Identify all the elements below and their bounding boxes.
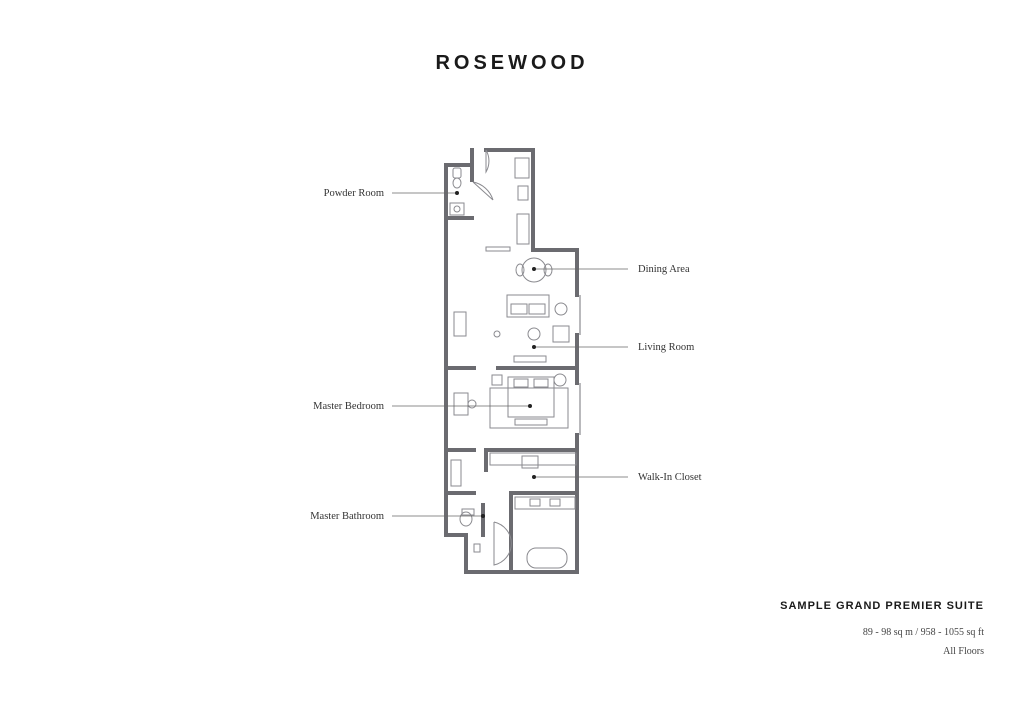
dining-chair-right xyxy=(543,263,553,277)
wardrobe-drawer xyxy=(521,455,539,469)
suite-title: SAMPLE GRAND PREMIER SUITE xyxy=(780,600,984,612)
label-walk-in-closet: Walk-In Closet xyxy=(638,472,702,483)
lamp-right xyxy=(553,373,567,387)
furniture xyxy=(449,149,577,569)
label-dining-area: Dining Area xyxy=(638,264,690,275)
closet-cabinet xyxy=(450,459,462,487)
wc-bowl xyxy=(459,511,473,527)
label-master-bedroom: Master Bedroom xyxy=(313,401,384,412)
dot-living-room xyxy=(532,345,536,349)
label-powder-room: Powder Room xyxy=(324,188,384,199)
rosewood-logo: ROSEWOOD xyxy=(435,52,589,74)
entry-console xyxy=(517,185,529,201)
bathtub xyxy=(526,547,568,569)
dot-walk-in-closet xyxy=(532,475,536,479)
bed xyxy=(507,376,555,418)
sofa-seat-a xyxy=(510,303,528,315)
suite-size: 89 - 98 sq m / 958 - 1055 sq ft xyxy=(862,627,984,638)
nightstand-left xyxy=(491,374,503,386)
pillow-b xyxy=(533,378,549,388)
powder-toilet-bowl xyxy=(452,177,462,189)
dining-chair-left xyxy=(515,263,525,277)
sofa-seat-b xyxy=(528,303,546,315)
entry-shelf xyxy=(485,246,511,252)
side-table xyxy=(554,302,568,316)
vanity xyxy=(514,496,576,510)
desk xyxy=(453,392,469,416)
armchair xyxy=(552,325,570,343)
pillow-a xyxy=(513,378,529,388)
tv-console xyxy=(453,311,467,337)
bath-door xyxy=(493,521,512,566)
wc-tank xyxy=(461,508,475,516)
entry-cabinet xyxy=(516,213,530,245)
leaders xyxy=(392,192,628,517)
bed-bench xyxy=(514,418,548,426)
powder-sink-basin xyxy=(453,205,461,213)
media-bench xyxy=(513,355,547,363)
entry-bench xyxy=(514,157,530,179)
wardrobe xyxy=(489,452,577,466)
suite-floors: All Floors xyxy=(943,646,984,657)
label-living-room: Living Room xyxy=(638,342,694,353)
dot-master-bathroom xyxy=(481,514,485,518)
dining-table xyxy=(521,257,547,283)
label-master-bathroom: Master Bathroom xyxy=(310,511,384,522)
coffee-table xyxy=(527,327,541,341)
shower-bench xyxy=(473,543,481,553)
leader-dots xyxy=(455,191,536,518)
powder-sink xyxy=(449,202,465,216)
sofa xyxy=(506,294,550,318)
ottoman xyxy=(493,330,501,338)
rug xyxy=(489,387,569,429)
dot-master-bedroom xyxy=(528,404,532,408)
powder-toilet xyxy=(452,167,462,179)
desk-chair xyxy=(467,399,477,409)
entry-door xyxy=(485,149,490,174)
basin-a xyxy=(529,498,541,507)
dot-powder-room xyxy=(455,191,459,195)
walls xyxy=(444,148,579,574)
basin-b xyxy=(549,498,561,507)
dot-dining-area xyxy=(532,267,536,271)
powder-door xyxy=(472,181,494,201)
